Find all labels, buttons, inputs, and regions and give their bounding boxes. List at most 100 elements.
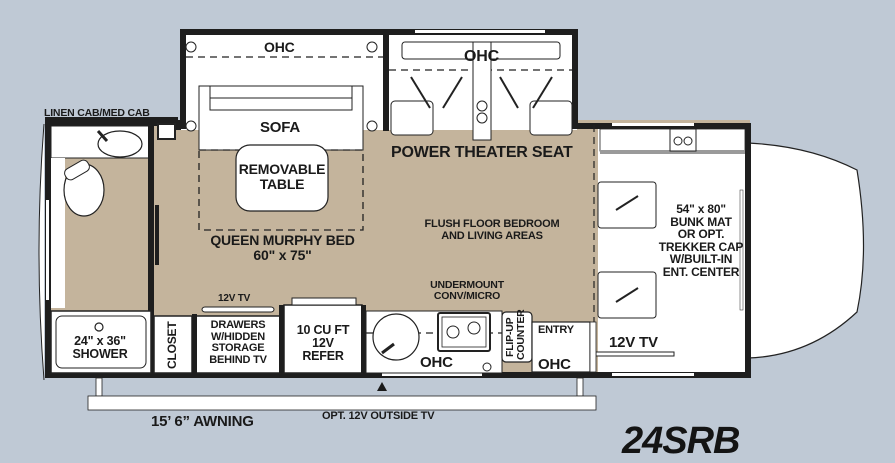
flush-floor-label: FLUSH FLOOR BEDROOM AND LIVING AREAS <box>408 218 576 242</box>
cab-counter-edge <box>600 150 745 154</box>
refer-line2: 12V <box>312 336 334 351</box>
bunk-line3: OR OPT. <box>677 227 725 242</box>
drawers-line2: W/HIDDEN <box>210 330 265 343</box>
bath-wall-right <box>148 126 154 376</box>
wall-slide-right <box>572 29 578 129</box>
murphy-bed-outline <box>198 149 364 231</box>
cab-door-strip <box>739 189 744 311</box>
wall-segment <box>192 314 197 374</box>
cab-nose <box>747 142 865 359</box>
sofa-label: SOFA <box>260 119 301 136</box>
undermount-line2: CONV/MICRO <box>433 290 501 303</box>
tv-12v-cab-label: 12V TV <box>609 334 658 351</box>
slide-roller <box>366 120 378 132</box>
awning-label: 15’ 6” AWNING <box>151 413 254 430</box>
wall-segment <box>279 305 284 373</box>
cab-window-top <box>612 123 694 126</box>
flush-floor-line2: AND LIVING AREAS <box>441 229 543 242</box>
bath-door <box>155 205 159 265</box>
wall-slide-left <box>180 29 186 129</box>
entry-label: ENTRY <box>538 324 574 336</box>
outside-tv-marker <box>377 382 387 391</box>
galley-sink <box>372 313 420 361</box>
refer-line3: REFER <box>302 349 344 364</box>
queen-murphy-bed-line2: 60" x 75" <box>253 246 312 263</box>
wall-slide-mid <box>383 29 389 131</box>
drawer-box <box>195 315 281 374</box>
theater-window <box>415 30 545 33</box>
linen-cab-label: LINEN CAB/MED CAB <box>44 107 150 119</box>
wall-top-left <box>45 120 160 126</box>
cooktop <box>437 312 491 352</box>
ohc-entry-label: OHC <box>538 356 571 373</box>
flip-up-line2: COUNTER <box>515 309 528 360</box>
bunk-line1: 54" x 80" <box>676 202 726 216</box>
theater-seat-right <box>529 100 573 136</box>
awning-bar <box>87 395 597 411</box>
cab-tv <box>595 351 675 357</box>
awning-arm <box>95 377 103 397</box>
cab-floor <box>598 129 745 372</box>
model-name: 24SRB <box>622 420 740 462</box>
shower-line1: 24" x 36" <box>74 334 126 348</box>
bunk-line4: TREKKER CAP <box>658 239 744 254</box>
toilet-tank <box>64 159 90 181</box>
shower-label: 24" x 36" SHOWER <box>56 334 144 362</box>
queen-murphy-bed-line1: QUEEN MURPHY BED <box>210 232 355 248</box>
power-theater-seat-label: POWER THEATER SEAT <box>391 144 573 161</box>
bunk-line5: W/BUILT-IN <box>669 252 733 267</box>
entry-box <box>531 321 591 373</box>
refer-door <box>291 297 357 306</box>
slide-roller <box>185 120 197 132</box>
tv-bracket <box>201 306 275 313</box>
ohc-label-theater: OHC <box>464 48 499 65</box>
removable-table-line2: TABLE <box>259 175 305 192</box>
cooktop-inner <box>441 316 487 348</box>
ohc-label-sofa: OHC <box>264 39 295 55</box>
drawers-line4: BEHIND TV <box>209 353 267 366</box>
undermount-label: UNDERMOUNT CONV/MICRO <box>422 279 512 303</box>
rear-wall-curve <box>38 123 45 381</box>
shower-drain <box>94 322 104 332</box>
galley-outlet <box>482 362 492 372</box>
slide-roller <box>185 41 197 53</box>
shower-enclosure <box>50 310 152 374</box>
rear-window <box>46 200 49 300</box>
bunk-line6: ENT. CENTER <box>662 264 740 279</box>
removable-table-label: REMOVABLE TABLE <box>238 162 326 191</box>
faucet <box>96 129 109 143</box>
tv-12v-left-label: 12V TV <box>218 293 251 304</box>
bath-floor-white <box>51 158 65 308</box>
drawers-label: DRAWERS W/HIDDEN STORAGE BEHIND TV <box>198 319 278 366</box>
theater-seat-left <box>390 100 434 136</box>
shower-line2: SHOWER <box>72 347 128 362</box>
entry-step <box>589 321 597 373</box>
closet-label: CLOSET <box>165 321 179 369</box>
cab-seat-upper <box>597 181 657 229</box>
wall-segment <box>361 305 366 373</box>
removable-table <box>235 144 329 212</box>
undermount-line1: UNDERMOUNT <box>430 279 504 291</box>
drawers-line3: STORAGE <box>211 342 265 355</box>
ohc-galley-label: OHC <box>420 354 453 371</box>
awning-arm <box>576 377 584 397</box>
flip-up-counter-label: FLIP-UP COUNTER <box>504 309 527 360</box>
refer-line1: 10 CU FT <box>296 323 350 337</box>
wall-slide-top <box>180 29 577 35</box>
cab-cupholder-box <box>669 128 697 152</box>
drawers-line1: DRAWERS <box>210 319 266 331</box>
outside-tv-label: OPT. 12V OUTSIDE TV <box>322 410 435 422</box>
refer-label: 10 CU FT 12V REFER <box>286 323 360 364</box>
wall-right <box>745 123 751 378</box>
slide-roller <box>366 41 378 53</box>
sink <box>97 130 143 158</box>
cab-window-bottom <box>612 373 694 376</box>
shower-pan <box>55 315 147 369</box>
linen-cab-box <box>157 123 176 140</box>
flush-floor-line1: FLUSH FLOOR BEDROOM <box>424 218 560 230</box>
bunk-label: 54" x 80" BUNK MAT OR OPT. TREKKER CAP W… <box>658 203 744 279</box>
closet-box <box>153 315 193 374</box>
removable-table-line1: REMOVABLE <box>238 161 326 177</box>
queen-murphy-bed-label: QUEEN MURPHY BED 60" x 75" <box>205 233 360 262</box>
